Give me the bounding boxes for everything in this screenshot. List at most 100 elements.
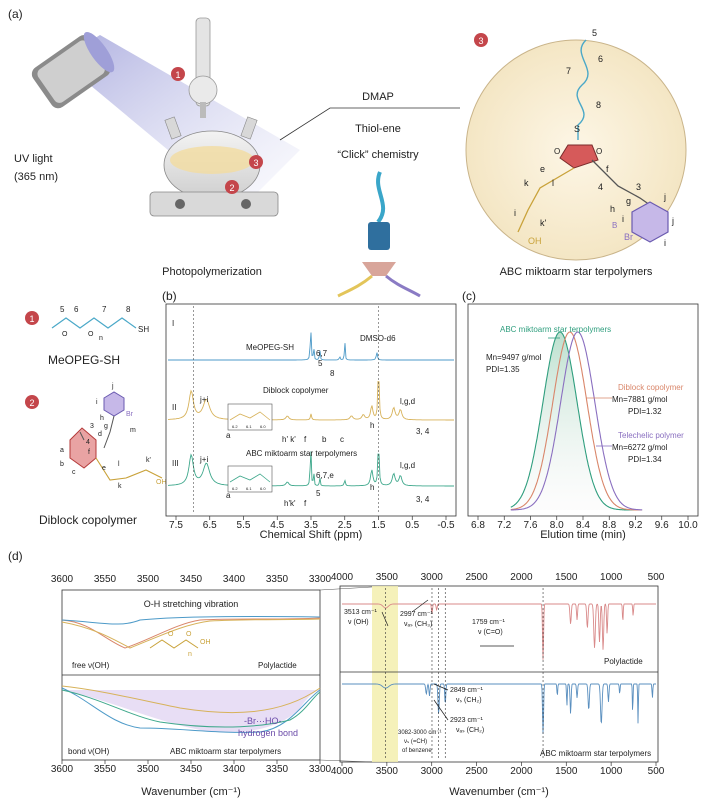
ftir-left-x-tick-label: 3600 (51, 764, 74, 775)
diblock-label-h: h (100, 415, 104, 422)
trace-name-ii: Diblock copolymer (263, 386, 329, 395)
gpc-mn-diblock: Mn=7881 g/mol (612, 395, 668, 404)
ftir-right-polylactide-label: Polylactide (604, 657, 643, 666)
meopeg-chain (51, 317, 137, 329)
svg-text:j: j (663, 192, 666, 202)
ftir-right-top-tick-label: 3000 (421, 572, 444, 583)
thiol-ene-label: Thiol-ene (355, 123, 401, 135)
star-polymer-icon (337, 171, 421, 298)
gpc-x-tick-label: 7.6 (524, 520, 538, 531)
svg-text:S: S (574, 124, 580, 134)
svg-text:6.2: 6.2 (232, 424, 238, 429)
nmr-trace-iii (167, 451, 454, 487)
diblock-label-l: l (118, 461, 120, 468)
ftir-right-top-tick-label: 1000 (600, 572, 623, 583)
svg-text:l: l (552, 178, 554, 188)
ftir-right-top-tick-label: 3500 (376, 572, 399, 583)
peak-label: 5 (318, 359, 323, 368)
gpc-curves (510, 331, 643, 511)
ftir-right-frame (339, 585, 659, 763)
svg-text:2: 2 (29, 398, 34, 408)
gpc-x-tick-label: 6.8 (471, 520, 485, 531)
ftir-left-abc-label: ABC miktoarm star terpolymers (170, 747, 281, 756)
ftir-left-curve-bond-3 (61, 685, 321, 714)
peak-label: f (304, 435, 307, 444)
ann-1759-a: 1759 cm⁻¹ (472, 619, 506, 626)
ftir-right-top-tick-label: 1500 (555, 572, 578, 583)
gpc-name-diblock: Diblock copolymer (618, 383, 684, 392)
svg-text:f: f (606, 164, 609, 174)
nmr-inset-iii: 6.2 6.1 6.0 (227, 465, 273, 493)
ftir-right-top-tick-label: 2500 (465, 572, 488, 583)
ann-3082-b: νₛ (=CH) (404, 739, 427, 745)
peak-label: 8 (330, 369, 335, 378)
hbond-fill (62, 690, 320, 733)
ftir-right-top-tick-label: 500 (648, 572, 665, 583)
svg-text:k': k' (540, 218, 547, 228)
gpc-x-tick-label: 10.0 (678, 520, 698, 531)
badge-3: 3 (249, 155, 263, 169)
gpc-pdi-diblock: PDI=1.32 (628, 407, 662, 416)
ftir-left-x-tick-label: 3550 (94, 764, 117, 775)
diblock-label-b: b (60, 461, 64, 468)
ftir-left-x-tick-label: 3300 (309, 764, 332, 775)
svg-text:O: O (596, 147, 602, 156)
panel-label-d: (d) (8, 549, 23, 563)
ftir-left-x-tick-label: 3400 (223, 764, 246, 775)
click-chemistry-label: “Click” chemistry (337, 149, 419, 161)
badge-2: 2 (225, 180, 239, 194)
peak-label: 6,7,e (316, 471, 334, 480)
peak-label: h' k' (282, 435, 296, 444)
meopeg-label-6: 6 (74, 305, 79, 314)
gpc-area-abc (510, 332, 643, 510)
svg-text:Br: Br (624, 232, 633, 242)
gpc-curve-1 (510, 331, 643, 511)
ftir-left-curve-bond-2 (61, 689, 321, 728)
meopeg-label-o1: O (62, 331, 68, 338)
svg-text:i: i (514, 208, 516, 218)
polylactide-structure-icon: O O OH n (149, 631, 211, 658)
svg-text:6.0: 6.0 (260, 486, 266, 491)
svg-text:6.2: 6.2 (232, 486, 238, 491)
diblock-label-br: Br (126, 411, 134, 418)
gpc-pdi-telechelic: PDI=1.34 (628, 455, 662, 464)
gpc-curve-2 (510, 331, 643, 511)
ftir-left-top-tick-label: 3300 (309, 574, 332, 585)
diblock-label-i: i (96, 399, 98, 406)
diblock-name: Diblock copolymer (39, 513, 137, 527)
hbond-label-1: -Br···HO- (244, 716, 282, 726)
ftir-right-x-tick-label: 4000 (331, 766, 354, 777)
ann-3513-b: ν (OH) (348, 619, 369, 626)
solvent-label: DMSO-d6 (360, 334, 396, 343)
ftir-right-annotation-arrow (433, 683, 449, 691)
nmr-x-tick-label: 1.5 (372, 520, 386, 531)
ftir-left-top-tick-label: 3500 (137, 574, 160, 585)
meopeg-label-n: n (99, 335, 103, 342)
ftir-right-x-tick-label: 2000 (510, 766, 533, 777)
terpolymer-structure-circle: B (465, 39, 687, 261)
svg-text:j: j (671, 216, 674, 226)
hbond-label-2: hydrogen bond (238, 728, 298, 738)
ftir-left-curve-free (61, 617, 321, 649)
ann-3082-a: 3082-3000 cm⁻¹ (398, 730, 442, 736)
svg-text:6: 6 (598, 54, 603, 64)
ftir-right-top-tick-label: 4000 (331, 572, 354, 583)
diblock-label-f: f (88, 449, 90, 456)
ftir-left-top-tick-label: 3350 (266, 574, 289, 585)
diblock-label-oh: OH (156, 479, 167, 486)
svg-text:3: 3 (478, 36, 483, 46)
roman-ii: II (172, 403, 176, 412)
diblock-label-e: e (102, 465, 106, 472)
connector-line (279, 107, 460, 141)
svg-text:6.1: 6.1 (246, 486, 252, 491)
ftir-left-curve-bond (61, 687, 321, 733)
ftir-left-polylactide-label: Polylactide (258, 661, 297, 670)
panel-label-a: (a) (8, 7, 23, 21)
terpolymer-atom-labels: 5 6 7 8 e f k l 4 3 g h i j j i k' i OH … (514, 28, 674, 248)
ftir-right-x-tick-label: 1000 (600, 766, 623, 777)
